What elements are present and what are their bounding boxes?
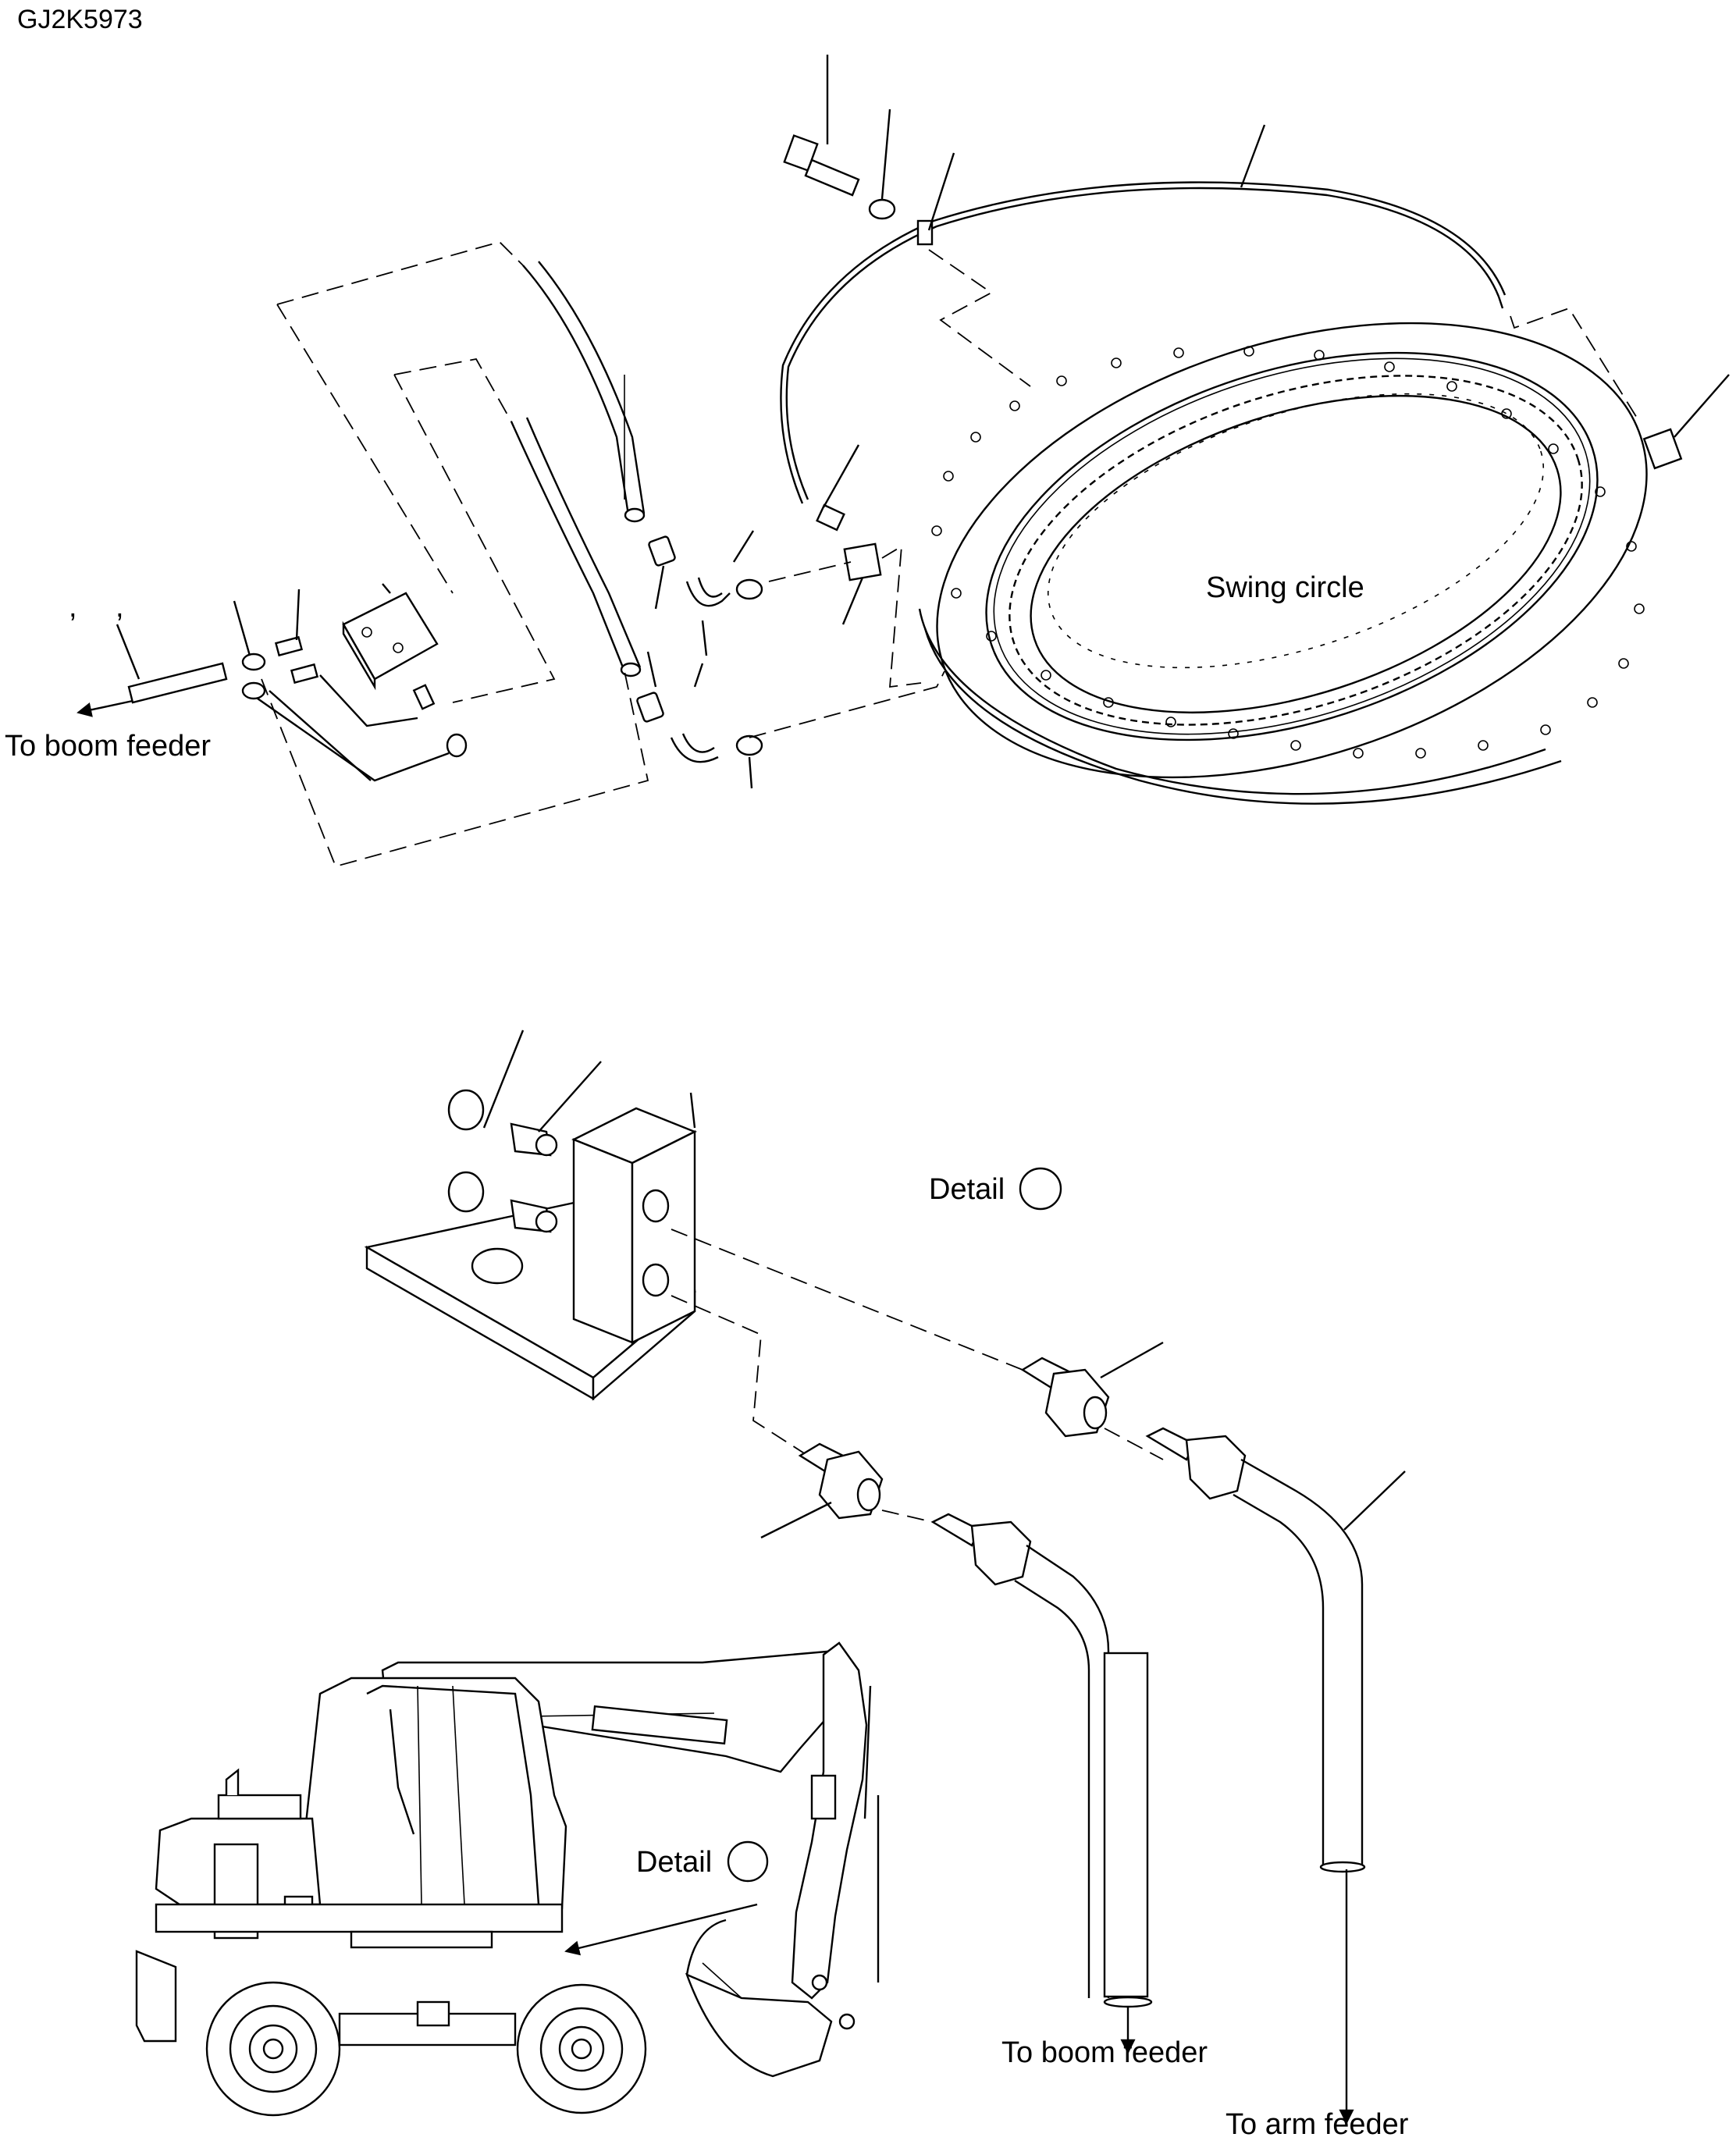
- wheeled-excavator: [135, 1641, 880, 2117]
- dash-leader: [881, 1510, 934, 1523]
- swing-circle: [918, 322, 1648, 805]
- pipe-to-boom-feeder: [76, 662, 228, 717]
- distribution-block: [342, 592, 439, 691]
- dash-frame: [881, 545, 922, 688]
- dash-frame: [276, 240, 524, 305]
- drawing-code: GJ2K5973: [17, 5, 143, 34]
- fittings-middle: [636, 444, 882, 789]
- detail-circle-lower: [727, 1840, 769, 1883]
- comma-mark: ,: [116, 591, 124, 624]
- bolt-holes: [931, 346, 1645, 759]
- to-boom-feeder-label-top: To boom feeder: [5, 730, 211, 763]
- tube-fitting-upper: [1020, 1341, 1164, 1438]
- to-arm-feeder-label: To arm feeder: [1226, 2108, 1409, 2141]
- dash-frame: [768, 561, 852, 582]
- dash-leader: [671, 1229, 1023, 1371]
- dash-leader: [671, 1295, 809, 1456]
- grease-nipples-detail: [447, 1029, 602, 1233]
- dash-frame: [261, 670, 649, 868]
- detail-circle-upper: [1019, 1167, 1062, 1211]
- detail-label-upper: Detail: [929, 1173, 1005, 1206]
- tube-fitting-lower: [760, 1442, 884, 1539]
- hose-upper-left: [510, 261, 646, 677]
- swing-circle-label: Swing circle: [1206, 571, 1364, 604]
- bolt: [783, 55, 860, 197]
- detail-label-lower: Detail: [636, 1846, 712, 1879]
- pipe-to-arm-feeder: [1145, 1427, 1406, 2125]
- comma-mark: ,: [69, 591, 77, 624]
- grease-nipples-left: [241, 635, 468, 758]
- line-clip: [916, 219, 934, 246]
- dash-leader: [928, 249, 1031, 387]
- grease-fitting-right: [1642, 428, 1683, 470]
- upper-grease-line: [780, 181, 1730, 504]
- washer: [868, 198, 896, 220]
- dash-leader: [1104, 1428, 1164, 1460]
- dash-frame: [276, 304, 454, 594]
- dash-frame: [393, 357, 512, 422]
- dash-frame: [749, 670, 945, 738]
- dash-frame: [393, 374, 556, 703]
- to-boom-feeder-label-bottom: To boom feeder: [1001, 2036, 1208, 2069]
- dash-leader: [1510, 307, 1640, 422]
- mounting-block: [571, 1092, 697, 1344]
- pipe-to-boom-feeder-bottom: [930, 1513, 1153, 2054]
